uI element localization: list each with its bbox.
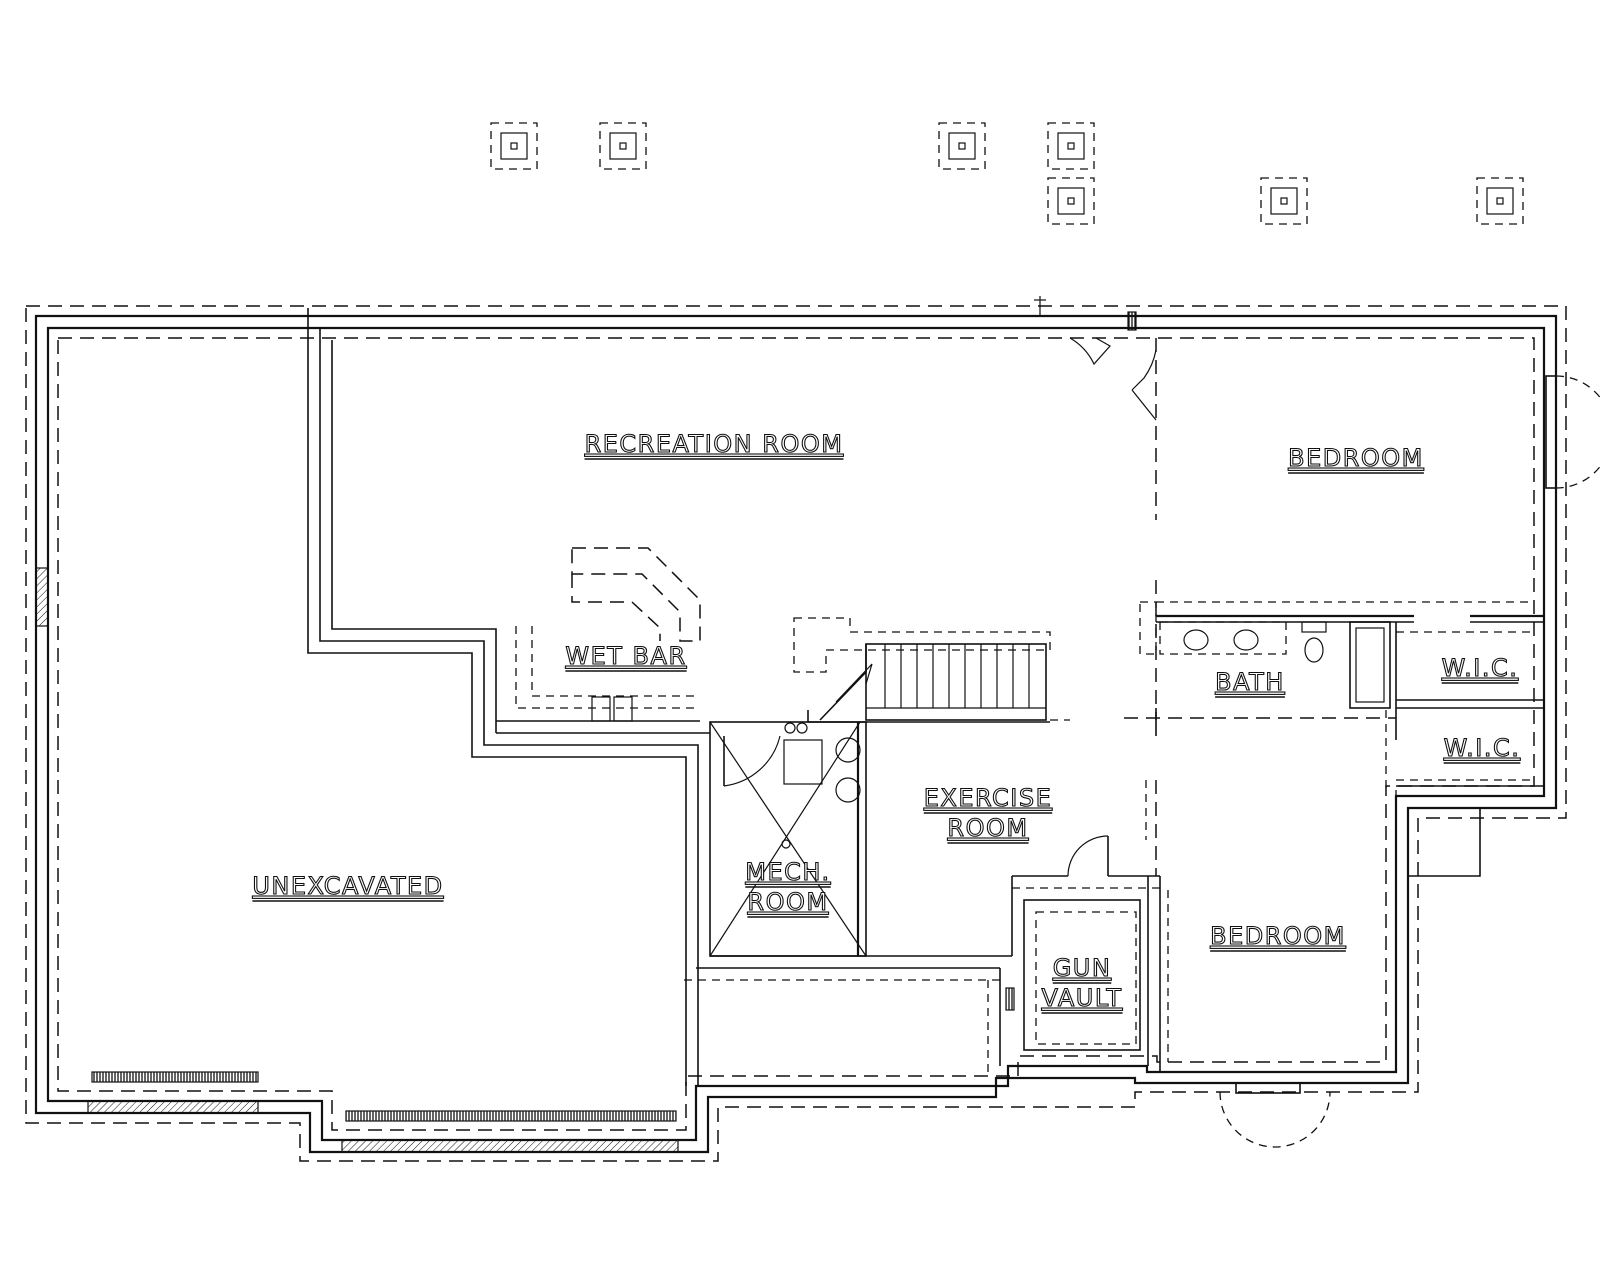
label-recreation-room: RECREATION ROOM [585,430,844,458]
footing [490,122,538,170]
footing [599,122,647,170]
label-wet-bar: WET BAR [565,642,686,670]
footing [1476,177,1524,225]
label-bedroom-upper: BEDROOM [1288,444,1424,472]
stair-treads [884,644,1030,708]
label-bath: BATH [1215,668,1285,696]
label-exercise-line2: ROOM [947,814,1028,842]
foundation-outline [25,305,1567,1162]
column-footings [490,122,1524,225]
foundation-vents [87,1071,679,1153]
label-bedroom-lower: BEDROOM [1210,922,1346,950]
gun-vault [1005,875,1160,1051]
east-room-walls [1124,338,1544,1072]
exercise-walls [684,835,1109,1078]
stairs [793,617,1070,723]
footing [1047,177,1095,225]
footing [938,122,986,170]
label-mech-line2: ROOM [747,888,828,916]
doors [1069,337,1157,421]
windows [35,296,1600,1148]
label-wic-lower: W.I.C. [1444,734,1521,762]
label-wic-upper: W.I.C. [1442,654,1519,682]
label-unexcavated: UNEXCAVATED [252,872,443,900]
label-gun-line1: GUN [1053,954,1112,982]
room-labels: RECREATION ROOM BEDROOM WET BAR BATH W.I… [252,429,1521,1014]
footing [1047,122,1095,170]
label-gun-line2: VAULT [1041,984,1122,1012]
label-mech-line1: MECH. [745,858,830,886]
unexcavated-boundary [307,308,699,1086]
wet-bar-island [571,547,701,722]
footing [1260,177,1308,225]
mech-room [709,721,867,957]
label-exercise-line1: EXERCISE [924,784,1052,812]
